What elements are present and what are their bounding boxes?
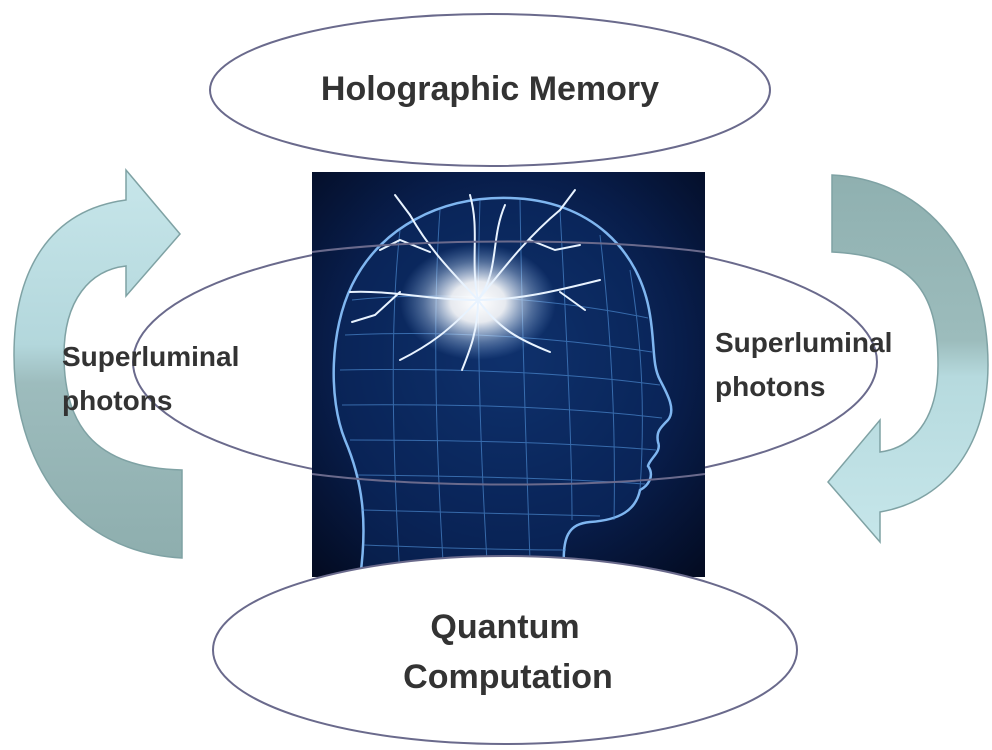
quantum-computation-label-line2: Computation [403,658,613,696]
left-circular-arrow-icon [13,167,183,559]
holographic-memory-ellipse [209,13,771,167]
right-superluminal-label-line1: Superluminal [715,327,892,358]
quantum-computation-label-line1: Quantum [430,608,579,646]
left-superluminal-label-line1: Superluminal [62,341,239,372]
right-circular-arrow-icon [827,174,989,545]
orbit-ellipse-front-lower [311,473,706,486]
holographic-memory-label: Holographic Memory [321,70,659,108]
quantum-computation-ellipse [212,555,798,745]
human-head-brain-image [312,172,705,580]
left-superluminal-label-line2: photons [62,385,172,416]
orbit-ellipse-front [311,240,706,253]
right-superluminal-label-line2: photons [715,371,825,402]
